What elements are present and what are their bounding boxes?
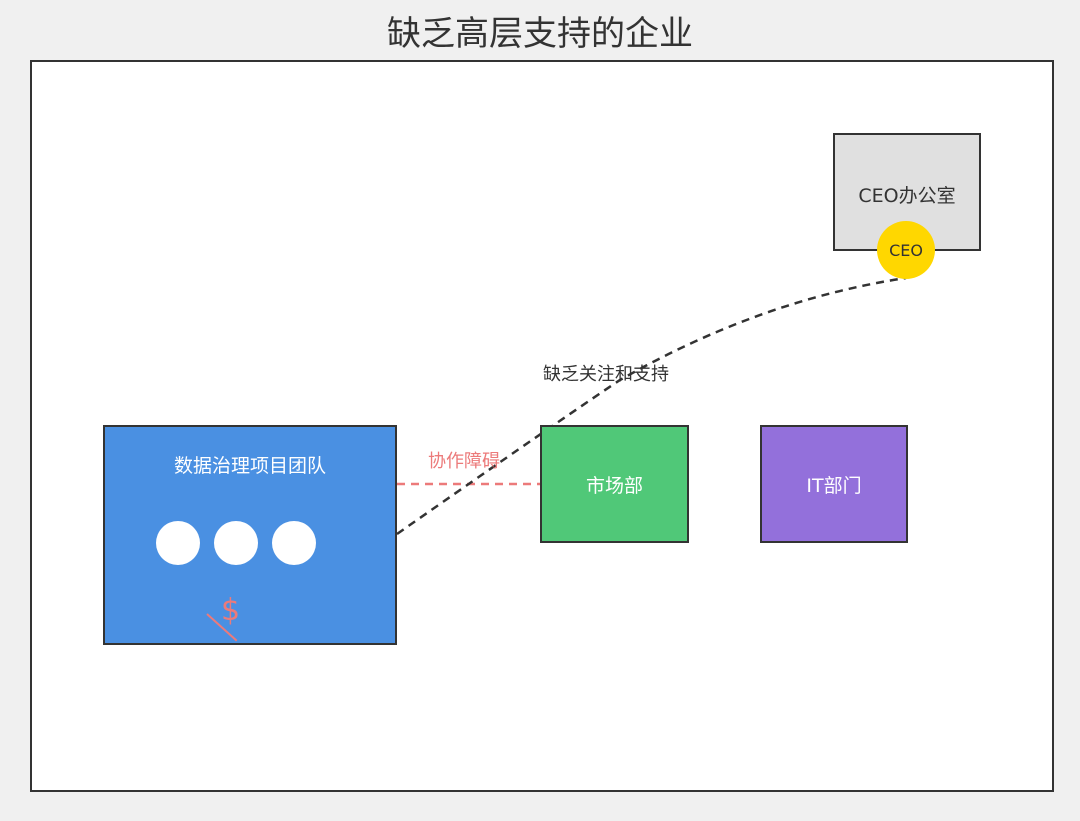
team-member-dot xyxy=(272,521,316,565)
marketing-label: 市场部 xyxy=(585,474,643,497)
diagram-title: 缺乏高层支持的企业 xyxy=(387,14,693,54)
team-member-dot xyxy=(156,521,200,565)
it-label: IT部门 xyxy=(806,474,862,497)
ceo-office-box[interactable]: CEO办公室 xyxy=(833,133,981,251)
team-member-dot xyxy=(214,521,258,565)
lack-support-label: 缺乏关注和支持 xyxy=(543,364,669,385)
collaboration-barrier-label: 协作障碍 xyxy=(428,451,500,472)
marketing-department-box[interactable]: 市场部 xyxy=(540,425,689,543)
it-department-box[interactable]: IT部门 xyxy=(760,425,908,543)
data-governance-team-box[interactable]: 数据治理项目团队 $ xyxy=(103,425,397,645)
ceo-node[interactable]: CEO xyxy=(877,221,935,279)
funding-dollar-icon: $ xyxy=(221,593,241,628)
team-label: 数据治理项目团队 xyxy=(173,455,326,477)
ceo-office-label: CEO办公室 xyxy=(858,185,956,207)
